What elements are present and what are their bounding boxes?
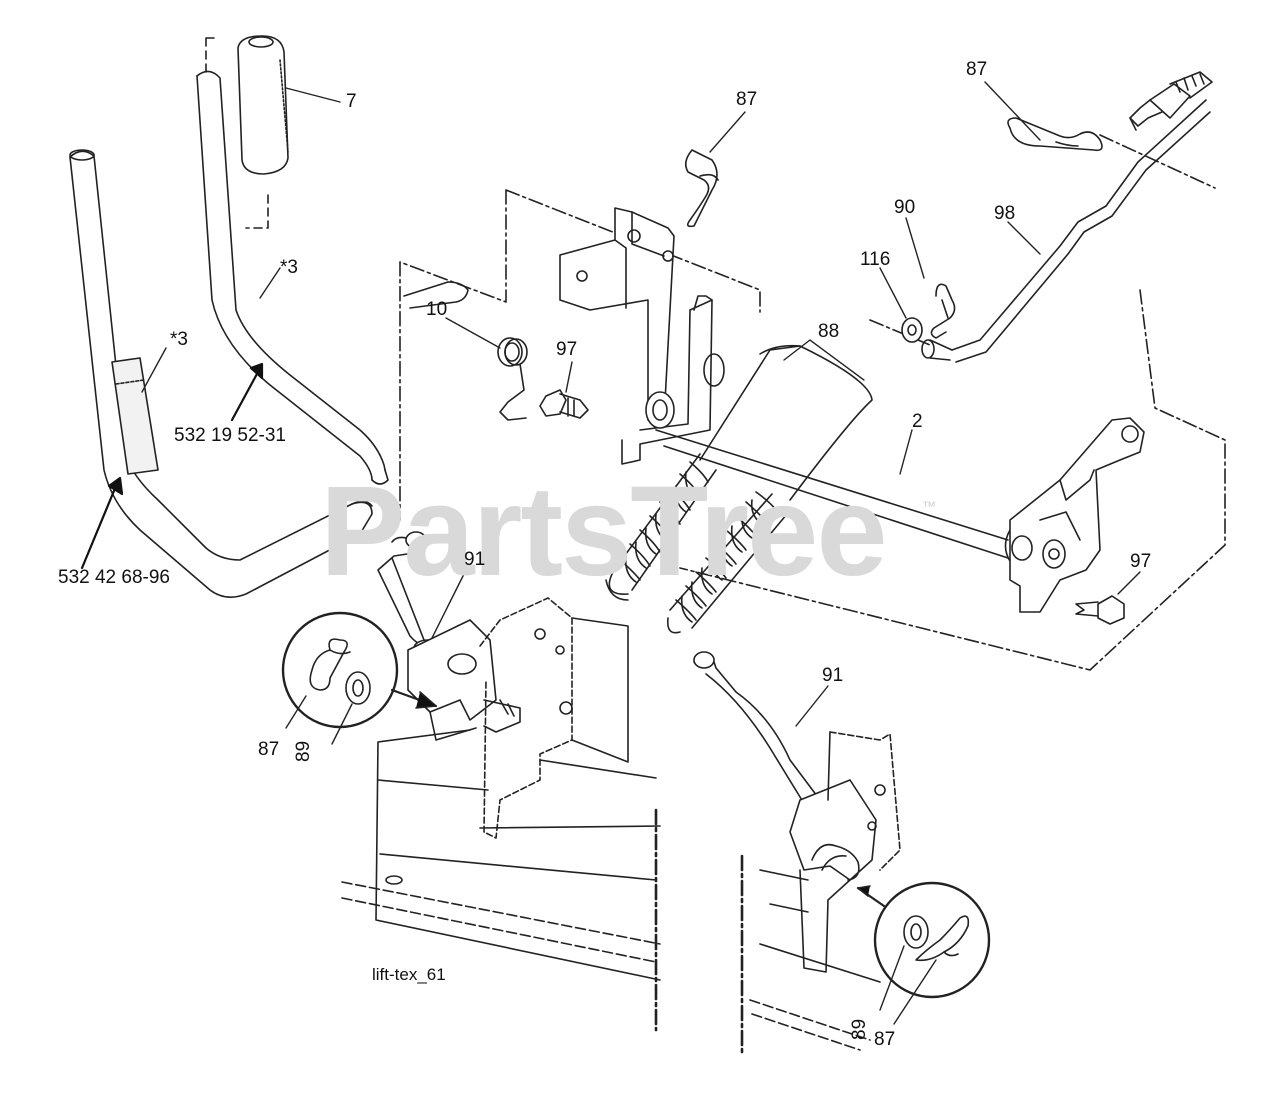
right-lift-arm [1009,417,1145,613]
detail-circle-right [856,881,991,1025]
extension-springs [605,344,873,634]
pivot-bracket-assembly [399,189,761,521]
callout-shaft-2: 2 [912,411,923,432]
callout-detail-left-washer: 89 [293,740,314,762]
bracket-left [407,597,629,839]
bracket-right [789,731,901,973]
callout-bolt-right: 97 [1130,551,1152,572]
callout-grip: 7 [346,91,357,112]
grip-and-upper-handle [196,35,469,485]
part-number-lower: 532 42 68-96 [58,567,170,588]
hairpin-clip-top-right [1007,117,1103,152]
bolt-right [1075,595,1125,625]
part-number-upper: 532 19 52-31 [174,425,286,446]
callout-detail-left-pin: 87 [258,739,280,760]
hairpin-clip-top-center [684,149,719,228]
callout-springs: 88 [818,321,840,342]
callout-hairpin-right: 87 [966,59,988,80]
trademark-mark: ™ [922,498,936,514]
callout-link-left: 91 [464,549,486,570]
callout-rod-98: 98 [994,203,1016,224]
callout-washer-116: 116 [860,249,891,270]
mower-deck-left [341,729,661,1032]
callout-bolt-left: 97 [556,339,578,360]
callout-spring-bracket: 10 [426,299,448,320]
callout-detail-right-pin: 87 [874,1029,896,1050]
clip-and-washer [901,283,956,343]
callout-link-right: 91 [822,665,844,686]
drawing-id: lift-tex_61 [372,965,446,984]
callout-clip-90: 90 [894,197,916,218]
bolt-left [539,389,589,419]
callout-detail-right-washer: 89 [849,1018,870,1040]
lower-handle [69,149,373,598]
detail-circle-left [281,611,438,745]
callout-lever-upper: *3 [280,257,298,278]
callout-lever-lower: *3 [170,329,188,350]
part-number-arrows [80,362,264,570]
torsion-spring [497,337,528,421]
watermark: PartsTree [320,460,887,603]
mower-deck-right [740,854,881,1057]
callout-hairpin-top: 87 [736,89,758,110]
adjustment-rod [869,71,1216,363]
leader-lines [141,81,1141,727]
